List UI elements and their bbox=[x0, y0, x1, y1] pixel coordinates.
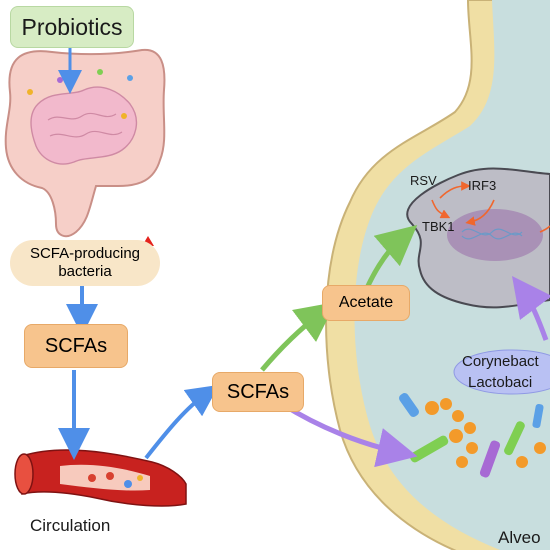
irf3-label: IRF3 bbox=[468, 178, 497, 193]
bacterium-coccus bbox=[466, 442, 478, 454]
acetate-box: Acetate bbox=[322, 285, 410, 321]
lactobacillus-label: Lactobaci bbox=[468, 374, 533, 391]
blood-particle bbox=[137, 475, 143, 481]
irf3-tbk1-arrow bbox=[465, 199, 495, 226]
arrow-commensals-to-cell bbox=[512, 275, 550, 341]
arrow-acetate-to-tbk1 bbox=[363, 224, 418, 292]
rsv-label: RSV bbox=[410, 173, 437, 188]
arrow-circulation-to-scfas bbox=[144, 384, 220, 460]
bacterium-rod bbox=[409, 435, 449, 463]
scfas-box-left: SCFAs bbox=[24, 324, 128, 368]
gut-microbe bbox=[97, 69, 103, 75]
scfas-label-left: SCFAs bbox=[44, 334, 108, 357]
bacterium-coccus bbox=[516, 456, 528, 468]
gut-microbe bbox=[27, 89, 33, 95]
bacterium-rod bbox=[532, 403, 544, 429]
bacterium-coccus bbox=[464, 422, 476, 434]
corynebacterium-label: Corynebact bbox=[462, 353, 539, 370]
bacterium-coccus bbox=[452, 410, 464, 422]
bacterium-coccus bbox=[425, 401, 439, 415]
bacterium-coccus bbox=[534, 442, 546, 454]
scfas-label-middle: SCFAs bbox=[226, 380, 290, 403]
gut-microbe bbox=[121, 113, 127, 119]
bacterium-rod bbox=[504, 421, 525, 456]
probiotics-box: Probiotics bbox=[10, 6, 134, 48]
bacterium-coccus bbox=[449, 429, 463, 443]
intestine bbox=[4, 48, 166, 238]
bacterium-coccus bbox=[440, 398, 452, 410]
probiotics-label: Probiotics bbox=[21, 13, 123, 40]
scfa-producing-label: SCFA-producing bbox=[29, 245, 141, 262]
bacterium-rod bbox=[479, 440, 501, 478]
arrow-scfas-to-acetate bbox=[260, 301, 336, 372]
irf3-arrow bbox=[439, 181, 471, 199]
bacteria-label: bacteria bbox=[58, 263, 112, 280]
blood-cell bbox=[106, 472, 114, 480]
gut-microbe bbox=[57, 77, 63, 83]
blood-cell bbox=[88, 474, 96, 482]
scfa-producing-bacteria-pill: SCFA-producing bacteria bbox=[10, 240, 160, 286]
scfas-box-middle: SCFAs bbox=[212, 372, 304, 412]
dna-strand bbox=[461, 228, 523, 240]
acetate-label: Acetate bbox=[338, 294, 394, 311]
tbk1-label: TBK1 bbox=[422, 219, 455, 234]
commensal-pill bbox=[453, 349, 550, 395]
bacterium-rod bbox=[399, 393, 419, 417]
blood-particle bbox=[124, 480, 132, 488]
blood-vessel bbox=[14, 449, 187, 507]
intestine-folds bbox=[47, 112, 123, 138]
alveolus-label: Alveo bbox=[498, 528, 541, 547]
commensal-bacteria-labels: Corynebact Lactobaci bbox=[462, 351, 539, 393]
rsv-arrow bbox=[431, 199, 451, 219]
alveolus bbox=[325, 0, 550, 550]
circulation-label: Circulation bbox=[30, 516, 111, 535]
small-intestine bbox=[30, 86, 138, 165]
nuclear-signal-arrow bbox=[539, 225, 550, 233]
vessel-opening bbox=[14, 453, 34, 495]
nucleus bbox=[447, 209, 543, 261]
bacterium-coccus bbox=[456, 456, 468, 468]
gut-microbe bbox=[127, 75, 133, 81]
